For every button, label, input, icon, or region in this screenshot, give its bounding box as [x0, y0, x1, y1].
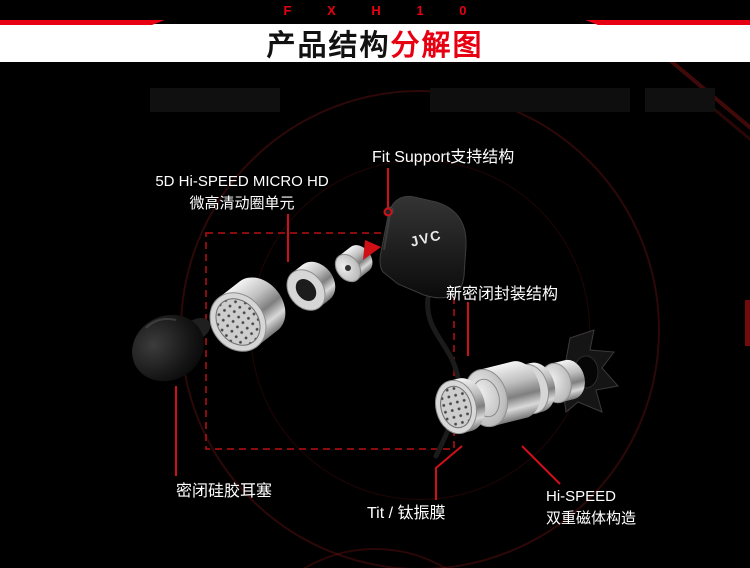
- callout-driver-unit: 5D Hi-SPEED MICRO HD 微高清动圈单元: [122, 171, 362, 215]
- leader-fit-support-marker: [383, 207, 393, 217]
- leader-lines: [175, 168, 561, 500]
- model-code: F X H 1 0: [283, 2, 483, 18]
- page-title-main: 产品结构: [266, 30, 391, 62]
- page-title: 产品结构分解图: [266, 22, 483, 64]
- callout-fit-support: Fit Support支持结构: [372, 146, 514, 169]
- brand-logo-text: JVC: [409, 226, 444, 249]
- page-title-accent: 分解图: [390, 30, 484, 62]
- dashed-focus-box: [205, 232, 455, 450]
- driver-unit-ring: [286, 261, 336, 311]
- leader-magnet: [521, 445, 561, 485]
- callout-ear-tip: 密闭硅胶耳塞: [176, 480, 272, 503]
- magnet-label-line2: 双重磁体构造: [546, 509, 637, 527]
- diaphragm-disc: [435, 378, 486, 435]
- callout-magnet: Hi-SPEED 双重磁体构造: [546, 486, 636, 530]
- leader-diaphragm: [435, 445, 463, 500]
- magnet-label-line1: Hi-SPEED: [546, 488, 617, 505]
- callout-sealed-enclosure: 新密闭封装结构: [446, 283, 558, 306]
- driver-unit-label-line2: 微高清动圈单元: [189, 194, 295, 212]
- driver-unit-label-line1: 5D Hi-SPEED MICRO HD: [155, 173, 329, 190]
- fit-support-label: Fit Support支持结构: [372, 149, 515, 166]
- silicone-ear-tip: [132, 314, 211, 382]
- title-band: 产品结构分解图: [0, 24, 750, 62]
- ear-tip-label: 密闭硅胶耳塞: [176, 483, 273, 500]
- diaphragm-label: Tit / 钛振膜: [367, 505, 446, 522]
- sealed-enclosure-label: 新密闭封装结构: [446, 286, 559, 303]
- driver-unit-housing: [209, 277, 286, 352]
- assembly-arrow: [363, 240, 381, 260]
- earphone-cable: [425, 295, 462, 459]
- top-bar: F X H 1 0: [0, 0, 750, 20]
- callout-diaphragm: Tit / 钛振膜: [367, 502, 446, 525]
